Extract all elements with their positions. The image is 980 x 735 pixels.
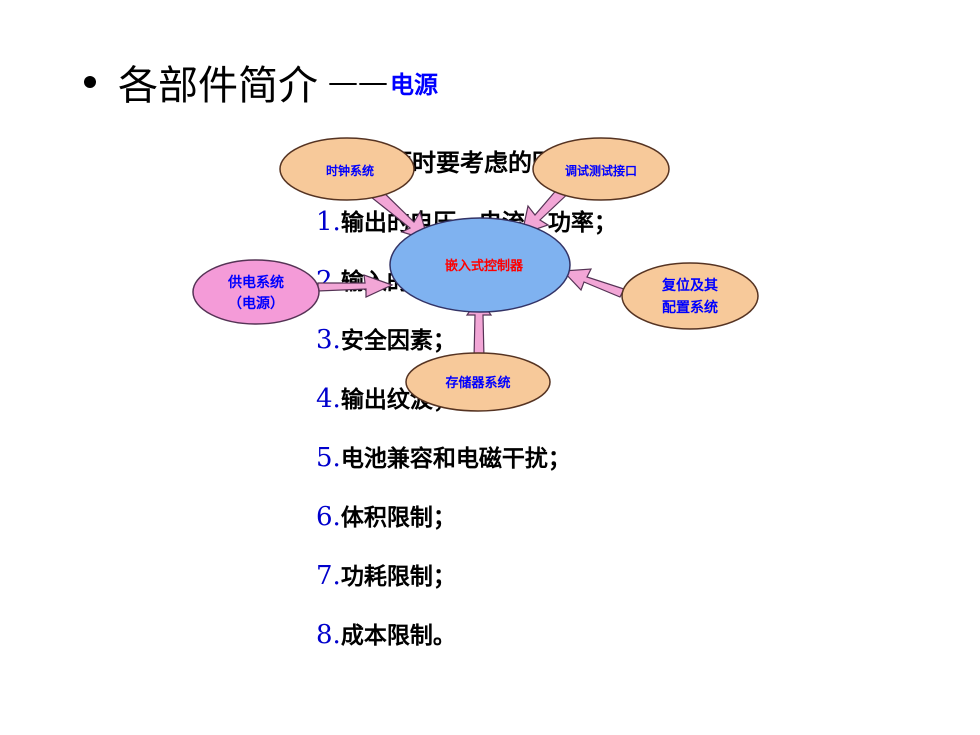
list-item: 5.电池兼容和电磁干扰； bbox=[316, 443, 617, 473]
item-number: 3. bbox=[316, 325, 341, 355]
item-number: 6. bbox=[316, 502, 341, 532]
list-heading: 设计电源时要考虑的因素： bbox=[316, 148, 604, 177]
item-number: 8. bbox=[316, 620, 341, 650]
factor-list: 设计电源时要考虑的因素： 1.输出的电压、电流、功率； 2.输入的电压、电流； … bbox=[316, 148, 617, 679]
item-text: 输出纹波； bbox=[340, 386, 456, 413]
power-node-label-line2: （电源） bbox=[228, 295, 284, 312]
title-accent: 电源 bbox=[390, 69, 438, 99]
item-number: 4. bbox=[316, 384, 341, 414]
item-text: 电池兼容和电磁干扰； bbox=[340, 445, 571, 472]
power-node bbox=[192, 259, 320, 325]
item-text: 输出的电压、电流、功率； bbox=[340, 209, 617, 236]
list-item: 7.功耗限制； bbox=[316, 561, 617, 591]
title-main: 各部件简介 bbox=[118, 63, 318, 109]
reset-node bbox=[621, 262, 759, 330]
title-dash: —— bbox=[328, 64, 388, 100]
item-text: 成本限制。 bbox=[340, 622, 456, 649]
list-item: 6.体积限制； bbox=[316, 502, 617, 532]
item-text: 输入的电压、电流； bbox=[340, 268, 548, 295]
list-item: 4.输出纹波； bbox=[316, 384, 617, 414]
item-text: 功耗限制； bbox=[340, 563, 456, 590]
list-item: 1.输出的电压、电流、功率； bbox=[316, 207, 617, 237]
item-text: 安全因素； bbox=[340, 327, 456, 354]
reset-node-label-line2: 配置系统 bbox=[662, 299, 718, 316]
item-number: 7. bbox=[316, 561, 341, 591]
bullet-icon bbox=[84, 76, 96, 88]
list-item: 3.安全因素； bbox=[316, 325, 617, 355]
item-number: 2. bbox=[316, 266, 341, 296]
reset-node-label-line1: 复位及其 bbox=[661, 277, 718, 294]
item-number: 1. bbox=[316, 207, 341, 237]
list-item: 2.输入的电压、电流； bbox=[316, 266, 617, 296]
list-item: 8.成本限制。 bbox=[316, 620, 617, 650]
item-number: 5. bbox=[316, 443, 341, 473]
slide-title: 各部件简介 —— 电源 bbox=[84, 52, 438, 112]
item-text: 体积限制； bbox=[340, 504, 456, 531]
power-node-label-line1: 供电系统 bbox=[227, 274, 284, 291]
